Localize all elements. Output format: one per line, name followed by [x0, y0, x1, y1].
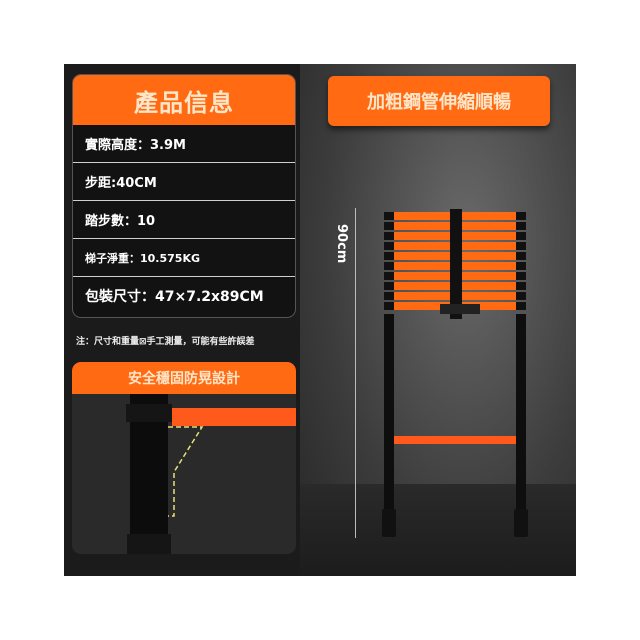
floor — [300, 484, 576, 576]
ladder-pole-left — [384, 314, 394, 534]
ladder-foot-right — [514, 509, 528, 537]
dimension-line — [355, 208, 356, 538]
photo-title: 加粗鋼管伸縮順暢 — [328, 76, 550, 126]
stability-detail-panel: 安全穩固防晃設計 — [72, 362, 296, 554]
ladder-crossbar — [394, 436, 516, 444]
product-info-panel: 產品信息 實際高度：3.9M 步距:40CM 踏步數：10 梯子淨重：10.57… — [72, 74, 296, 318]
product-banner: 產品信息 實際高度：3.9M 步距:40CM 踏步數：10 梯子淨重：10.57… — [64, 64, 576, 576]
measurement-note: 注：尺寸和重量⊠手工測量，可能有些許誤差 — [76, 337, 255, 347]
spec-step-spacing: 步距:40CM — [73, 163, 295, 201]
spec-step-count: 踏步數：10 — [73, 201, 295, 239]
ladder-photo: 加粗鋼管伸縮順暢 90cm — [300, 64, 576, 576]
dimension-label: 90cm — [334, 224, 349, 264]
ladder-latch — [440, 304, 480, 314]
ladder-joint-closeup — [126, 394, 296, 554]
product-info-title: 產品信息 — [73, 75, 295, 125]
ladder-strap — [450, 209, 462, 319]
ladder-foot-left — [382, 509, 396, 537]
spec-weight: 梯子淨重：10.575KG — [73, 239, 295, 277]
ladder-pole-right — [516, 314, 526, 534]
spec-height: 實際高度：3.9M — [73, 125, 295, 163]
spec-package-size: 包裝尺寸：47×7.2x89CM — [85, 289, 264, 305]
stability-detail-title: 安全穩固防晃設計 — [72, 362, 296, 394]
